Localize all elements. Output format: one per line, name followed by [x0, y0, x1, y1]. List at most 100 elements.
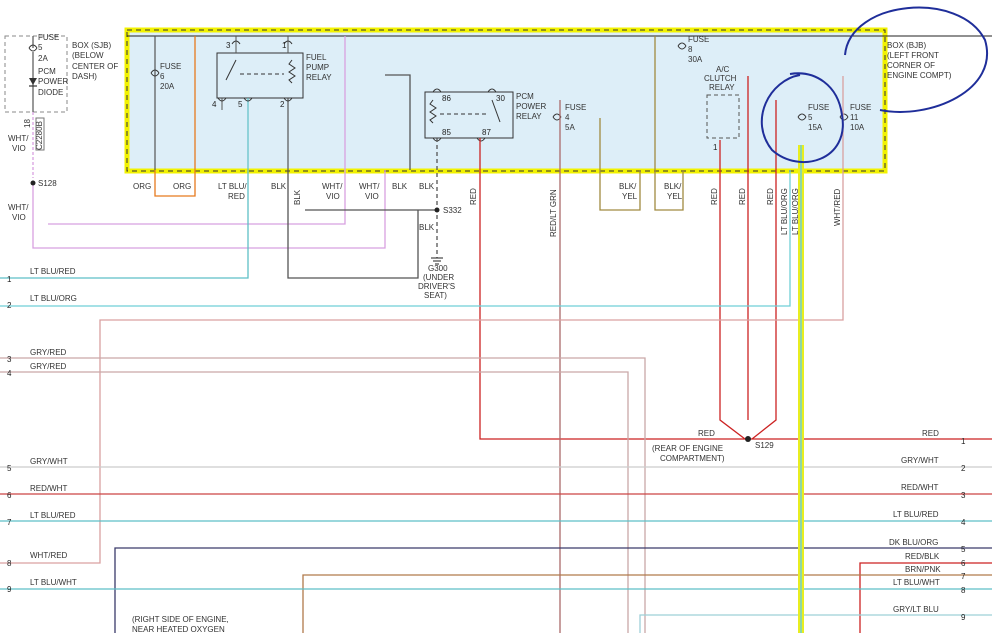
svg-text:BLK/: BLK/	[664, 182, 682, 191]
bjb-box-title: ENGINE COMPT)	[887, 71, 952, 80]
pin-wire-label: GRY/LT BLU	[893, 605, 939, 614]
relay-label: CLUTCH	[704, 74, 737, 83]
relay-pin: 3	[226, 41, 231, 50]
relay-pin: 87	[482, 128, 491, 137]
svg-text:BLK: BLK	[392, 182, 408, 191]
sjb-fuse-number: 5	[38, 43, 43, 52]
svg-text:RED: RED	[469, 188, 478, 205]
pin-number: 3	[7, 355, 12, 364]
pin-wire-label: GRY/RED	[30, 362, 67, 371]
pin-number: 9	[961, 613, 966, 622]
relay-pin: 1	[713, 143, 718, 152]
annotation-circle	[760, 72, 844, 164]
svg-text:DRIVER'S: DRIVER'S	[418, 282, 455, 291]
pin-wire-label: LT BLU/WHT	[893, 578, 940, 587]
sjb-box-title: CENTER OF	[72, 62, 118, 71]
pin-number: 5	[7, 464, 12, 473]
relay-pin: 30	[496, 94, 505, 103]
svg-text:VIO: VIO	[12, 213, 26, 222]
fuse-number: 6	[160, 72, 165, 81]
fuse-label: FUSE	[808, 103, 829, 112]
relay-pin: 4	[212, 100, 217, 109]
pin-wire-label: RED	[922, 429, 939, 438]
sjb-diode-label: POWER	[38, 77, 68, 86]
svg-text:BLK/: BLK/	[619, 182, 637, 191]
splice-s129	[745, 436, 751, 442]
fuse-amp: 10A	[850, 123, 865, 132]
pin-wire-label: RED/WHT	[30, 484, 67, 493]
svg-text:(RIGHT SIDE OF ENGINE,: (RIGHT SIDE OF ENGINE,	[132, 615, 229, 624]
pin-number: 5	[961, 545, 966, 554]
pin-wire-label: GRY/WHT	[30, 457, 68, 466]
annotation-circle	[844, 6, 988, 113]
svg-text:SEAT): SEAT)	[424, 291, 447, 300]
svg-text:LT BLU/: LT BLU/	[218, 182, 247, 191]
pcm-power-relay: PCM POWER RELAY 86 30 85 87	[424, 88, 546, 142]
svg-text:LT BLU/ORG: LT BLU/ORG	[791, 188, 800, 235]
fuse-11: FUSE 11 10A	[839, 103, 871, 132]
splice-label: S129	[755, 441, 774, 450]
pin-number: 4	[7, 369, 12, 378]
fuse-8: FUSE 8 30A	[677, 35, 709, 64]
svg-text:RED: RED	[738, 188, 747, 205]
fuse-amp: 15A	[808, 123, 823, 132]
pin-number: 2	[7, 301, 12, 310]
svg-text:COMPARTMENT): COMPARTMENT)	[660, 454, 725, 463]
sjb-box-title: DASH)	[72, 72, 97, 81]
svg-text:ORG: ORG	[133, 182, 151, 191]
connector-id: C2280B	[35, 121, 44, 150]
fuse-icon	[839, 113, 849, 121]
pin-number: 1	[961, 437, 966, 446]
fuse-label: FUSE	[850, 103, 871, 112]
fuse-icon	[28, 44, 38, 52]
pin-number: 7	[961, 572, 966, 581]
relay-pin: 86	[442, 94, 451, 103]
svg-text:BLK: BLK	[419, 223, 435, 232]
relay-pin: 1	[282, 41, 287, 50]
right-connector: RED 1 GRY/WHT 2 RED/WHT 3 LT BLU/RED 4 D…	[889, 429, 966, 622]
sjb-fuse-amp: 2A	[38, 54, 48, 63]
svg-text:YEL: YEL	[622, 192, 638, 201]
pin-wire-label: LT BLU/ORG	[30, 294, 77, 303]
fuse-label: FUSE	[565, 103, 586, 112]
bjb-box-title: (LEFT FRONT	[887, 51, 939, 60]
relay-label: A/C	[716, 65, 730, 74]
fuel-pump-relay: FUEL PUMP RELAY 3 1 4 5 2	[212, 36, 332, 170]
splice-s332	[434, 207, 440, 213]
fuse-icon	[677, 42, 687, 50]
splice-s128	[30, 180, 36, 186]
connector-pin: 18	[23, 119, 32, 128]
pin-number: 6	[7, 491, 12, 500]
svg-text:BLK: BLK	[419, 182, 435, 191]
svg-text:LT BLU/ORG: LT BLU/ORG	[780, 188, 789, 235]
fuse-number: 8	[688, 45, 693, 54]
pin-wire-label: LT BLU/RED	[893, 510, 939, 519]
svg-text:RED: RED	[710, 188, 719, 205]
relay-label: RELAY	[516, 112, 542, 121]
pin-wire-label: LT BLU/WHT	[30, 578, 77, 587]
svg-text:WHT/: WHT/	[8, 203, 29, 212]
pin-wire-label: RED/BLK	[905, 552, 940, 561]
svg-text:YEL: YEL	[667, 192, 683, 201]
relay-pin: 2	[280, 100, 285, 109]
fuse-number: 5	[808, 113, 813, 122]
sjb-diode-label: DIODE	[38, 88, 63, 97]
bjb-box-title: CORNER OF	[887, 61, 935, 70]
relay-label: POWER	[516, 102, 546, 111]
svg-text:BLK: BLK	[293, 189, 302, 205]
fuse-amp: 30A	[688, 55, 703, 64]
pin-number: 6	[961, 559, 966, 568]
fuse-number: 4	[565, 113, 570, 122]
fuse-amp: 20A	[160, 82, 175, 91]
left-connector: 1 LT BLU/RED 2 LT BLU/ORG 3 GRY/RED 4 GR…	[7, 267, 77, 594]
pin-wire-label: GRY/WHT	[901, 456, 939, 465]
pin-wire-label: LT BLU/RED	[30, 511, 76, 520]
sjb-box-title: BOX (SJB)	[72, 41, 111, 50]
svg-text:RED: RED	[698, 429, 715, 438]
sjb-box-title: (BELOW	[72, 51, 104, 60]
svg-text:NEAR HEATED OXYGEN: NEAR HEATED OXYGEN	[132, 625, 225, 633]
svg-text:G300: G300	[428, 264, 448, 273]
pin-number: 3	[961, 491, 966, 500]
bjb-box-title: BOX (BJB)	[887, 41, 926, 50]
